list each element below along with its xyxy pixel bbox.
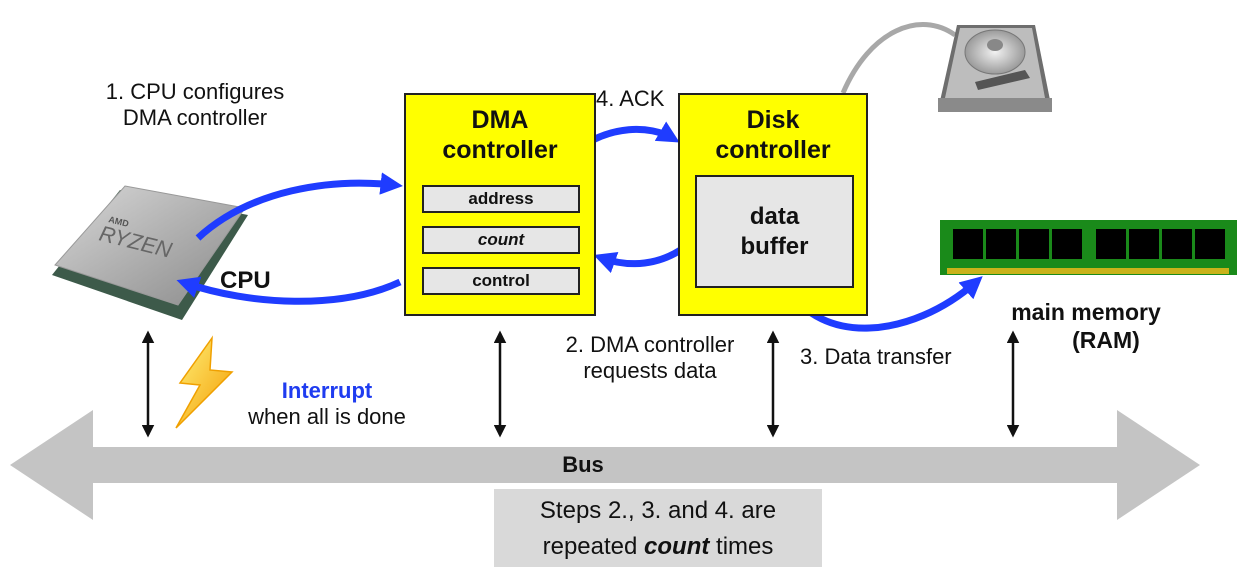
memory-label-line1: main memory <box>1011 299 1161 325</box>
step1-line1: 1. CPU configures <box>105 79 285 104</box>
dma-controller-box: DMA controller address count control <box>404 93 596 316</box>
interrupt-title: Interrupt <box>281 378 373 403</box>
disk-controller-title: Disk controller <box>680 105 866 165</box>
cpu-label: CPU <box>220 267 271 294</box>
disk-title-line2: controller <box>715 136 831 164</box>
repeat-note: Steps 2., 3. and 4. are repeated count t… <box>494 489 822 567</box>
note-line2: repeated count times <box>494 529 822 565</box>
hard-disk-icon <box>938 25 1052 112</box>
step2-line2: requests data <box>583 358 717 383</box>
note-line2-prefix: repeated <box>542 533 645 560</box>
chip-brand-text: AMD <box>108 214 131 229</box>
register-count: count <box>422 226 580 254</box>
disk-title-line1: Disk <box>746 106 800 134</box>
memory-label-line2: (RAM) <box>1072 327 1140 353</box>
cpu-chip-icon: AMD RYZEN <box>52 185 248 320</box>
bus-label: Bus <box>562 452 604 477</box>
buffer-line1: data <box>749 202 800 230</box>
data-buffer: data buffer <box>695 175 854 288</box>
note-count-emphasis: count <box>644 533 710 560</box>
step1-line2: DMA controller <box>122 105 268 130</box>
buffer-line2: buffer <box>740 232 809 260</box>
dma-controller-title: DMA controller <box>406 105 594 165</box>
lightning-icon <box>175 335 234 429</box>
ram-module-icon <box>940 220 1237 275</box>
interrupt-subtitle: when all is done <box>248 404 406 429</box>
disk-controller-box: Disk controller data buffer <box>678 93 868 316</box>
cpu-to-dma-arrow <box>195 172 403 241</box>
bus-arrow <box>10 410 1200 520</box>
step3-label: 3. Data transfer <box>800 344 952 369</box>
note-line1: Steps 2., 3. and 4. are <box>539 497 777 524</box>
interrupt-label: Interrupt when all is done <box>222 378 432 430</box>
request-arrow <box>593 244 688 274</box>
dma-title-line2: controller <box>442 136 558 164</box>
note-line2-suffix: times <box>709 533 774 560</box>
register-address: address <box>422 185 580 213</box>
dma-title-line1: DMA <box>471 106 529 134</box>
step2-line1: 2. DMA controller <box>565 332 735 357</box>
step1-label: 1. CPU configures DMA controller <box>70 79 320 131</box>
step4-label: 4. ACK <box>596 86 665 111</box>
register-control: control <box>422 267 580 295</box>
disk-cable <box>840 22 957 94</box>
memory-label: main memory (RAM) <box>976 298 1196 354</box>
dma-to-cpu-arrow <box>176 276 402 305</box>
step2-label: 2. DMA controller requests data <box>530 332 770 384</box>
